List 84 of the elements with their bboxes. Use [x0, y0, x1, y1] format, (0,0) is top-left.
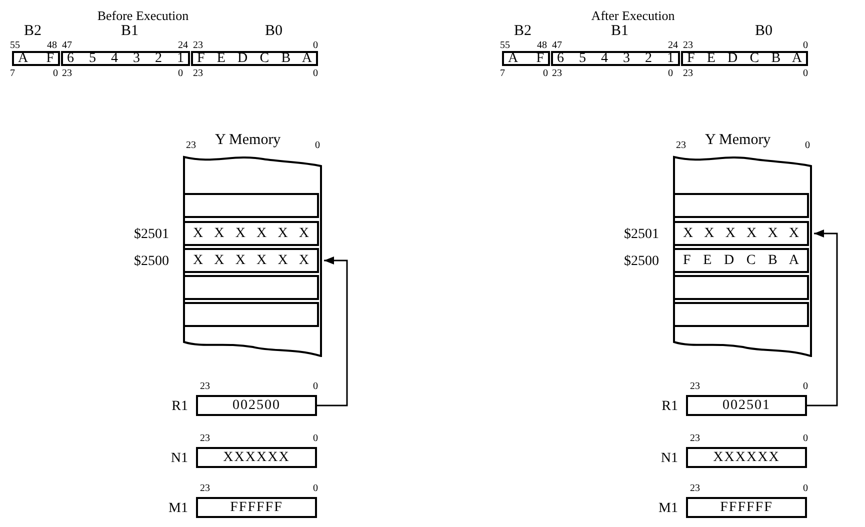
bit-number: 23 [690, 483, 700, 494]
panel-title: After Execution [591, 8, 675, 24]
arrow [317, 256, 348, 406]
bit-number: 48 [47, 40, 57, 51]
bit-number: 23 [676, 140, 686, 151]
bit-number: 0 [803, 483, 808, 494]
bit-number: 47 [62, 40, 72, 51]
arrow [807, 230, 838, 406]
bit-number: 24 [668, 40, 678, 51]
address-label: $2501 [134, 226, 169, 242]
address-label: $2500 [134, 254, 169, 270]
register-value: XXXXXX [222, 450, 291, 464]
bit-number: 24 [178, 40, 188, 51]
register-value: A F [507, 52, 545, 66]
bit-number: 0 [313, 483, 318, 494]
bit-number: 0 [53, 68, 58, 79]
cell-value: X X X X X X [192, 226, 310, 240]
bit-number: 0 [178, 68, 183, 79]
memory-cell [183, 302, 319, 327]
bit-number: 23 [200, 433, 210, 444]
bit-number: 47 [552, 40, 562, 51]
bit-number: 0 [803, 40, 808, 51]
bit-number: 7 [10, 68, 15, 79]
bit-number: 0 [668, 68, 673, 79]
cell-value: F E D C B A [682, 254, 800, 268]
bit-number: 0 [803, 381, 808, 392]
cell-value: X X X X X X [192, 254, 310, 268]
register-value: FFFFFF [229, 500, 284, 514]
bit-number: 0 [313, 40, 318, 51]
register-value: 002500 [232, 398, 282, 412]
register-value: FFFFFF [719, 500, 774, 514]
register-value: F E D C B A [686, 52, 803, 66]
register-name: N1 [660, 450, 678, 466]
bit-number: 55 [500, 40, 510, 51]
register-name: B1 [611, 23, 629, 40]
register-name: B1 [121, 23, 139, 40]
register-value: 6 5 4 3 2 1 [556, 52, 675, 66]
bit-number: 0 [315, 140, 320, 151]
bit-number: 0 [313, 381, 318, 392]
register-name: B2 [514, 23, 532, 40]
bit-number: 0 [313, 68, 318, 79]
memory-cell [183, 193, 319, 218]
bit-number: 23 [193, 40, 203, 51]
bit-number: 0 [543, 68, 548, 79]
register-name: M1 [658, 500, 678, 516]
bit-number: 23 [200, 483, 210, 494]
cell-value: X X X X X X [682, 226, 800, 240]
bit-number: 0 [805, 140, 810, 151]
register-value: F E D C B A [196, 52, 313, 66]
memory-cell [183, 275, 319, 300]
memory-cell [673, 302, 809, 327]
memory-title: Y Memory [705, 132, 771, 149]
register-name: B0 [755, 23, 773, 40]
register-name: B0 [265, 23, 283, 40]
bit-number: 23 [193, 68, 203, 79]
bit-number: 0 [803, 433, 808, 444]
bit-number: 23 [690, 381, 700, 392]
memory-cell [673, 275, 809, 300]
bit-number: 23 [186, 140, 196, 151]
register-name: R1 [172, 398, 188, 414]
register-value: XXXXXX [712, 450, 781, 464]
bit-number: 0 [313, 433, 318, 444]
bit-number: 23 [552, 68, 562, 79]
bit-number: 23 [683, 40, 693, 51]
register-name: R1 [662, 398, 678, 414]
address-label: $2501 [624, 226, 659, 242]
memory-title: Y Memory [215, 132, 281, 149]
bit-number: 23 [200, 381, 210, 392]
register-name: M1 [168, 500, 188, 516]
bit-number: 48 [537, 40, 547, 51]
bit-number: 23 [62, 68, 72, 79]
panel-title: Before Execution [97, 8, 189, 24]
bit-number: 23 [690, 433, 700, 444]
memory-cell [673, 193, 809, 218]
bit-number: 23 [683, 68, 693, 79]
register-value: 002501 [722, 398, 772, 412]
register-value: A F [17, 52, 55, 66]
register-name: N1 [170, 450, 188, 466]
register-value: 6 5 4 3 2 1 [66, 52, 185, 66]
address-label: $2500 [624, 254, 659, 270]
bit-number: 55 [10, 40, 20, 51]
register-name: B2 [24, 23, 42, 40]
bit-number: 0 [803, 68, 808, 79]
bit-number: 7 [500, 68, 505, 79]
